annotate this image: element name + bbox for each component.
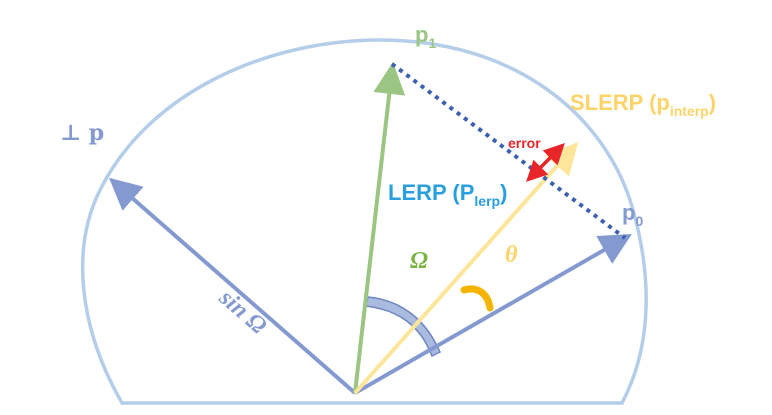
perp-label: ⊥ p bbox=[60, 120, 104, 146]
theta-angle-arc bbox=[460, 285, 494, 312]
error-arrow bbox=[526, 143, 565, 182]
perp-vector bbox=[108, 177, 357, 395]
p0-label: p0 bbox=[622, 200, 643, 229]
slerp-vector bbox=[353, 142, 579, 395]
p1-vector bbox=[353, 62, 406, 394]
lerp-chord bbox=[390, 62, 627, 240]
theta-label: θ bbox=[505, 242, 518, 268]
omega-angle-arc bbox=[365, 296, 441, 358]
unit-circle-arc bbox=[80, 38, 648, 405]
error-label: error bbox=[508, 135, 541, 151]
p1-label: p1 bbox=[415, 22, 436, 51]
slerp-label: SLERP (pinterp) bbox=[570, 90, 716, 119]
omega-label: Ω bbox=[410, 248, 428, 274]
p0-vector bbox=[354, 234, 632, 395]
lerp-label: LERP (Plerp) bbox=[388, 180, 507, 209]
